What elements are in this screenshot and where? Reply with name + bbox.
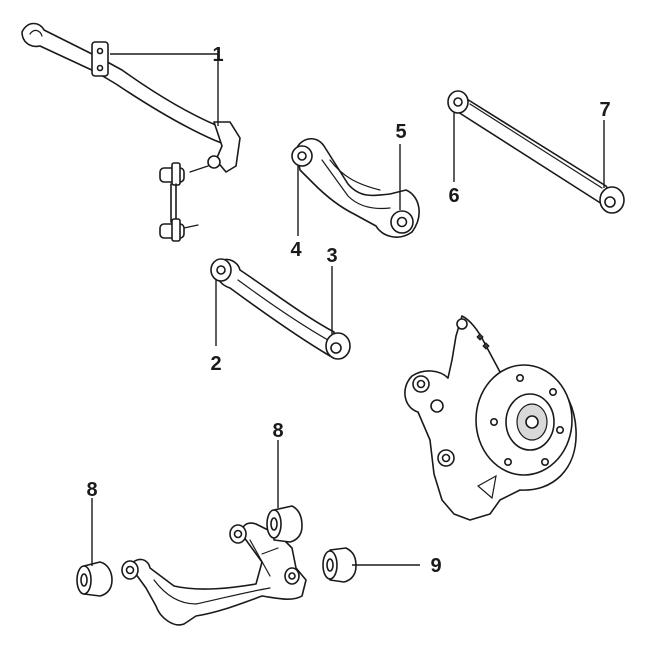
callout-2: 2 — [210, 353, 221, 375]
stabilizer-bushing-clamp — [91, 41, 109, 77]
callouts: 1 2 3 4 5 6 7 8 8 9 — [86, 44, 610, 577]
lower-link-arm — [210, 258, 351, 360]
callout-7: 7 — [599, 99, 610, 121]
callout-8-left: 8 — [86, 479, 97, 501]
bushing-8-left — [76, 561, 113, 597]
trailing-link — [447, 90, 625, 214]
leader-1a — [110, 53, 219, 64]
bushing-9 — [322, 547, 357, 583]
callout-6: 6 — [448, 185, 459, 207]
callout-8-upper: 8 — [272, 420, 283, 442]
leader-lines — [91, 53, 605, 566]
stabilizer-link — [159, 162, 209, 242]
wheel-carrier-knuckle — [404, 315, 577, 521]
callout-1: 1 — [212, 44, 223, 66]
stabilizer-bracket — [213, 121, 241, 173]
upper-control-arm — [291, 138, 420, 238]
bushing-8-upper — [266, 505, 303, 543]
callout-3: 3 — [326, 245, 337, 267]
callout-9: 9 — [430, 555, 441, 577]
stabilizer-washer — [207, 155, 221, 169]
callout-5: 5 — [395, 121, 406, 143]
callout-4: 4 — [290, 239, 302, 261]
stabilizer-bar — [21, 22, 241, 173]
lower-control-arm — [121, 522, 307, 626]
